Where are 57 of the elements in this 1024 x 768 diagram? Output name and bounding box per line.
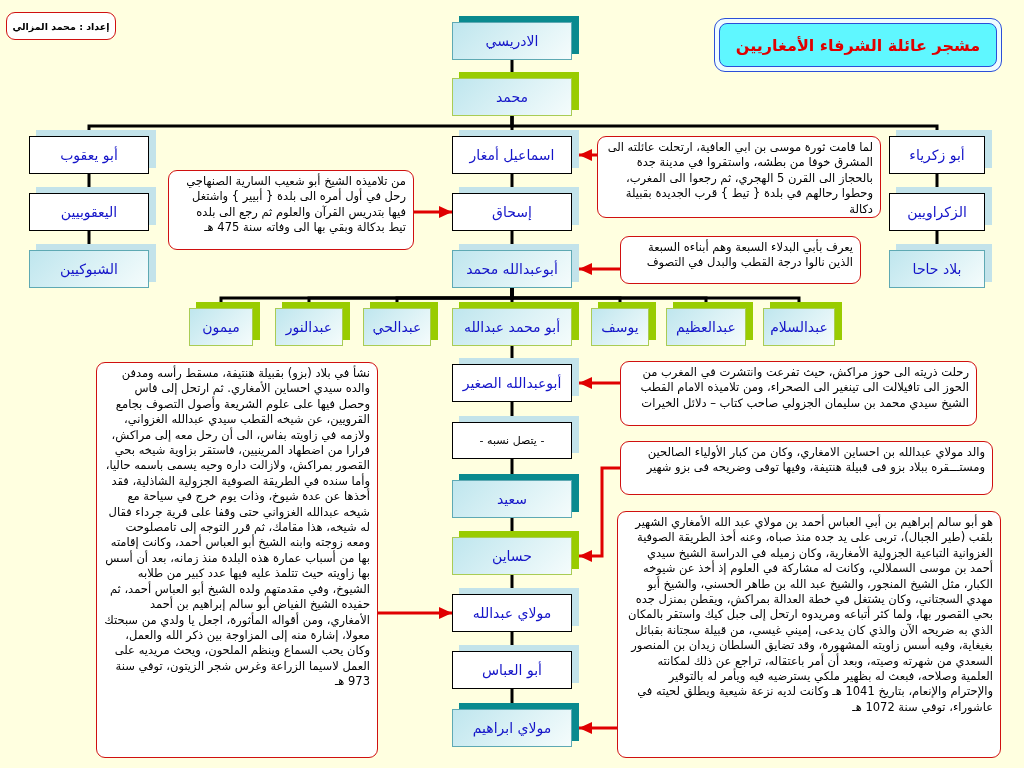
family-line bbox=[87, 116, 514, 131]
family-member-box: بلاد حاحا bbox=[889, 244, 992, 288]
family-line bbox=[87, 174, 91, 187]
note-box: رحلت ذريته الى حوز مراكش، حيث تفرعت وانتشرت في المغرب من الحوز الى تافيلالت الى تينغير الى الصحراء، ومن تلاميذه الامام القطب الشيخ سيدي محمد بن سليمان الجزولي صاحب كتاب – دلائل الخيرات bbox=[620, 361, 977, 426]
note-box: من تلاميذه الشيخ أبو شعيب السارية الصنهاجي رحل في أول أمره الى بلدة { أبيير } واشتغل فيها بتدريس القرآن والعلوم ثم رجع الى بلده تيط بدكالة وبقي بها الى وفاته سنة 475 هـ bbox=[168, 170, 414, 250]
family-member-box: يوسف bbox=[591, 302, 656, 346]
arrow bbox=[579, 149, 597, 161]
family-member-box: عبدالنور bbox=[275, 302, 350, 346]
arrow bbox=[414, 206, 452, 218]
note-box: نشأ في بلاد (بزو) بقبيلة هنتيفة، مسقط رأسه ومدفن والده سيدي احساين الأمغاري. ثم ارتحل إلى فاس وحصل فيها على علوم الشريعة وأصول التصوف بجامع القرويين، عن شيخه القطب سيدي عبدالله الغزواني، ولازمه في زاويته بفاس، الى أن رحل معه إلى مراكش، فرارا من اضطهاد المرينيين، فاستقر بزاوية شيخه بحي القصور بمراكش، ولازالت داره وحيه يسمى باسمه حاليا، وأما سنده في الطريقة الصوفية الجزولية الشاذلية، فقد أخذها عن عدة شيوخ، وذات يوم خرج في سياحة مع شيخه عبدالله الغزواني حتى وقفا على قرية جرداء فقال له شيخه، هذا مقامك، ثم قرر التوجه إلى تامصلوحت ومعه زوجته وابنه الشيخ أبو العباس أحمد، وكانت إقامته بها من أسباب عمارة هذه البلدة منذ زمانه، بعد أن أسس بها زاويته حيث تتلمذ عليه فيها عدد كبير من طلابه الشيوخ، وفي مقدمتهم ولده الشيخ أبو العباس أحمد، ثم حفيده الشيخ الفياض أبو سالم إبراهيم بن أحمد الأمغاري، ومن أقواله المأثورة، اجعل يا ولدي من سبحتك معولا، إشارة منه إلى المزاوجة بين ذكر الله والعمل، وكان يحب السماع وينظم الملحون، ويحث مريديه على العمل لاسيما الزراعة وغرس شجر الزيتون، توفي سنة 973 هـ bbox=[96, 362, 378, 758]
lineage-box: - يتصل نسبه - bbox=[452, 416, 579, 459]
note-box: لما قامت ثورة موسى بن ابي العافية، ارتحلت عائلته الى المشرق خوفا من بطشه، واستقروا في مدينة جدة بالحجاز الى القرن 5 الهجري، ثم رجعوا الى المغرب، وحطوا رحالهم في بلدة { تيط } قرب الجديدة بقبيلة دكالة bbox=[597, 136, 881, 218]
family-line bbox=[510, 346, 514, 358]
family-line bbox=[935, 174, 939, 187]
family-member-box: أبوعبدالله الصغير bbox=[452, 358, 579, 402]
note-box: يعرف بأبي البدلاء السبعة وهم أبناءه السبعة الذين نالوا درجة القطب والبدل في التصوف bbox=[620, 236, 861, 284]
family-member-box: عبدالحي bbox=[363, 302, 438, 346]
family-member-box: محمد bbox=[452, 72, 579, 116]
family-member-box: أبو زكرياء bbox=[889, 130, 992, 174]
family-line bbox=[935, 231, 939, 244]
arrow bbox=[579, 263, 620, 275]
family-member-box: عبدالسلام bbox=[763, 302, 842, 346]
family-member-box: عبدالعظيم bbox=[666, 302, 753, 346]
family-line bbox=[510, 402, 514, 416]
family-member-box: إسحاق bbox=[452, 187, 579, 231]
title-banner: مشجر عائلة الشرفاء الأمغاريين bbox=[719, 23, 997, 67]
family-line bbox=[510, 518, 514, 531]
family-member-box: اسماعيل أمغار bbox=[452, 130, 579, 174]
family-line bbox=[219, 288, 514, 302]
family-line bbox=[87, 231, 91, 244]
family-member-box: أبو العباس bbox=[452, 645, 579, 689]
family-line bbox=[510, 231, 514, 244]
family-member-box: أبوعبدالله محمد bbox=[452, 244, 579, 288]
note-box: هو أبو سالم إبراهيم بن أبي العباس أحمد بن مولاي عبد الله الأمغاري الشهير بلقب (طير الجبال)، تربى على يد جده منذ صباه، وعنه أخذ الطريقة الصوفية الغزوانية التباعية الجزولية الأمغارية، وكان زميله في الدراسة الشيخ سيدي أحمد بن موسى السملالي، وكانت له مشاركة في العلوم إذ أخذ عن شيوخه الكبار، مثل الشيخ المنجور، والشيخ عبد الله بن طاهر الحسني، والشيخ أبو مهدي السجتاني، وكان يشتغل في خطة العدالة بمراكش، ويقطن بمنزل جده بحي القصور بها، ولما كثر أتباعه ومريدوه ارتحل إلى جبل كيك واستقر بالمكان الذي به ضريحه الآن والذي كان يدعى، إميني غيسي، من قبيلة سجتانة بقبائل بغيغاية، وفيه أسس زاويته المشهورة، وقد تضايق السلطان زيدان بن المنصور السعدي من شهرته وصيته، وبعد أن أمر باعتقاله، تراجع عن ذلك لمكانته العلمية وصلاحه، فبعث له بظهير ملكي يسترضيه فيه ويأمر له بالتوقير والإحترام والإنعام، بتاريخ 1041 هـ وكانت لديه نزعة شيعية ويطلق لحيته في عاشوراء، توفي سنة 1072 هـ bbox=[617, 511, 1001, 758]
arrow bbox=[579, 722, 617, 734]
family-member-box: الادريسي bbox=[452, 16, 579, 60]
family-line bbox=[510, 575, 514, 588]
arrow bbox=[378, 607, 452, 619]
arrow bbox=[579, 377, 620, 389]
family-member-box: أبو محمد عبدالله bbox=[452, 302, 579, 346]
family-member-box: اليعقوبيين bbox=[29, 187, 156, 231]
family-line bbox=[510, 459, 514, 474]
family-member-box: مولاي ابراهيم bbox=[452, 703, 579, 747]
family-member-box: ميمون bbox=[189, 302, 260, 346]
family-member-box: مولاي عبدالله bbox=[452, 588, 579, 632]
family-member-box: حساين bbox=[452, 531, 579, 575]
family-member-box: الشبوكيين bbox=[29, 244, 156, 288]
family-line bbox=[510, 174, 514, 187]
family-line bbox=[510, 689, 514, 703]
note-box: والد مولاي عبدالله بن احساين الامغاري، وكان من كبار الأولياء الصالحين ومستـــقره ببلاد بزو فى قبيلة هنتيفة، وفيها توفى وضريحه فى بزو شهير bbox=[620, 441, 993, 495]
family-line bbox=[510, 60, 514, 72]
credit-box: إعداد : محمد المزالي bbox=[6, 12, 116, 40]
family-line bbox=[510, 632, 514, 645]
family-member-box: سعيد bbox=[452, 474, 579, 518]
arrow bbox=[579, 466, 620, 562]
family-member-box: أبو يعقوب bbox=[29, 130, 156, 174]
family-member-box: الزكراويين bbox=[889, 187, 992, 231]
